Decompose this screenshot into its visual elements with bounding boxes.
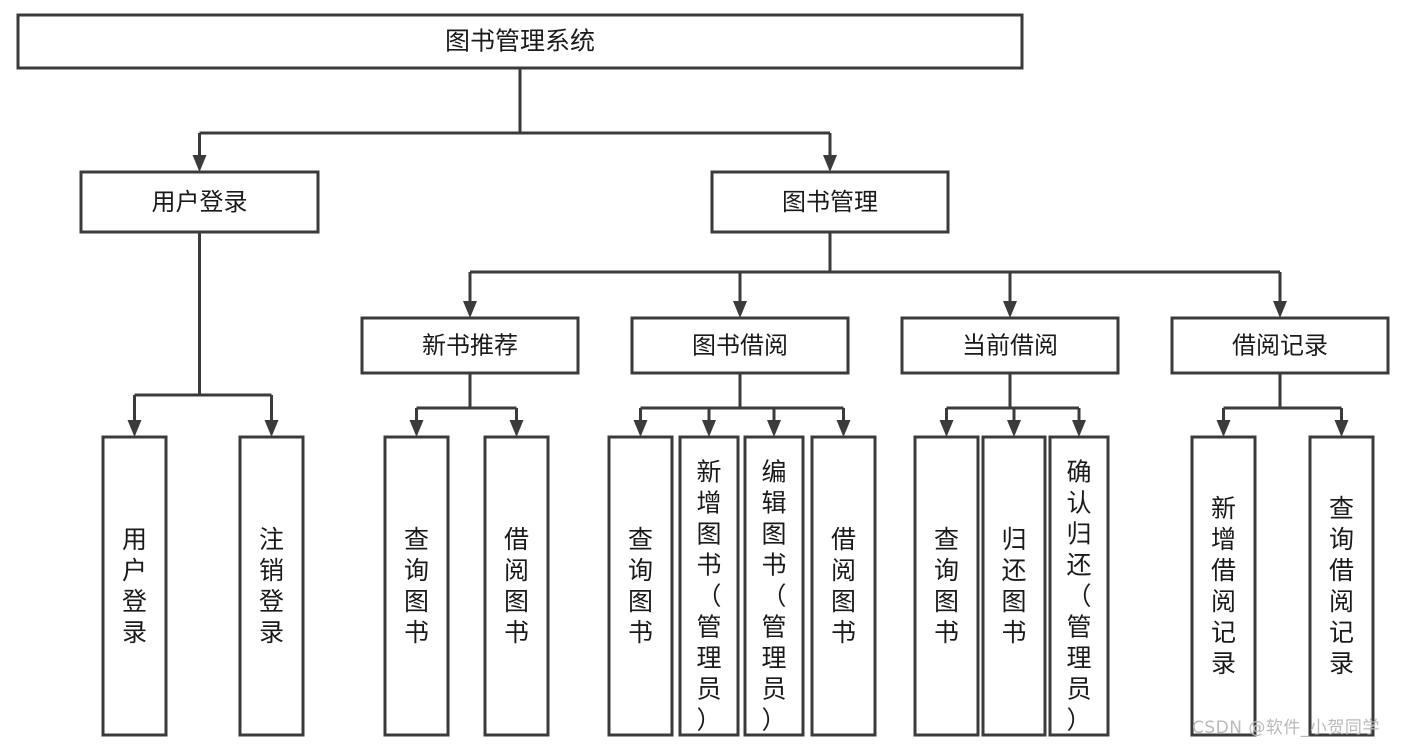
leaf-label: 归还图书 [1001,525,1026,647]
arrow-head-icon [1007,420,1021,437]
node-level3-3[interactable]: 当前借阅 [900,316,1120,375]
arrow-head-icon [633,420,648,437]
node-label: 图书管理 [782,188,878,216]
arrow-head-icon [127,420,142,437]
node-leaf-3[interactable]: 查询图书 [383,435,450,737]
node-level2-1[interactable]: 用户登录 [79,170,320,234]
connector-layer [127,68,1349,437]
node-label: 图书管理系统 [445,27,595,56]
node-level3-1[interactable]: 新书推荐 [360,316,580,375]
node-leaf-2[interactable]: 注销登录 [238,435,305,737]
node-leaf-10[interactable]: 归还图书 [981,435,1047,737]
arrow-head-icon [1216,420,1231,437]
arrow-head-icon [767,420,781,437]
arrow-head-icon [509,420,524,437]
arrow-head-icon [836,420,851,437]
arrow-head-icon [1273,301,1287,318]
node-label: 借阅记录 [1232,332,1328,360]
arrow-head-icon [1003,301,1017,318]
leaf-label: 查询借阅记录 [1329,494,1354,678]
arrow-head-icon [939,420,954,437]
node-leaf-1[interactable]: 用户登录 [101,435,168,737]
leaf-label: 确认归还（管理员） [1066,458,1091,735]
node-leaf-4[interactable]: 借阅图书 [483,435,550,737]
node-leaf-13[interactable]: 查询借阅记录 [1308,435,1375,737]
leaf-label: 查询图书 [628,525,653,647]
node-layer: 图书管理系统用户登录图书管理新书推荐图书借阅当前借阅借阅记录用户登录注销登录查询… [16,13,1390,737]
arrow-head-icon [192,155,207,172]
arrow-head-icon [733,301,747,318]
arrow-head-icon [264,420,279,437]
node-leaf-6[interactable]: 新增图书（管理员） [678,435,740,737]
node-level2-2[interactable]: 图书管理 [710,170,950,234]
node-leaf-7[interactable]: 编辑图书（管理员） [743,435,805,737]
node-leaf-8[interactable]: 借阅图书 [810,435,877,737]
node-label: 用户登录 [152,188,248,216]
leaf-label: 新增借阅记录 [1211,494,1236,678]
node-leaf-12[interactable]: 新增借阅记录 [1190,435,1257,737]
csdn-watermark: CSDN @软件_小贺同学 [1192,718,1380,738]
node-leaf-5[interactable]: 查询图书 [607,435,674,737]
leaf-label: 注销登录 [259,525,284,647]
leaf-label: 编辑图书（管理员） [761,458,786,735]
arrow-head-icon [1072,420,1086,437]
arrow-head-icon [823,155,837,172]
node-root[interactable]: 图书管理系统 [16,13,1024,70]
node-level3-2[interactable]: 图书借阅 [630,316,850,375]
node-leaf-11[interactable]: 确认归还（管理员） [1048,435,1110,737]
leaf-label: 用户登录 [122,525,147,647]
leaf-label: 新增图书（管理员） [696,458,721,735]
arrow-head-icon [702,420,716,437]
node-leaf-9[interactable]: 查询图书 [913,435,980,737]
node-label: 当前借阅 [962,332,1058,360]
node-level3-4[interactable]: 借阅记录 [1170,316,1390,375]
leaf-label: 查询图书 [404,525,429,647]
arrow-head-icon [1334,420,1349,437]
leaf-label: 借阅图书 [504,525,529,647]
leaf-label: 查询图书 [934,525,959,647]
node-label: 新书推荐 [422,332,518,360]
arrow-head-icon [409,420,424,437]
node-label: 图书借阅 [692,332,788,360]
arrow-head-icon [463,301,477,318]
leaf-label: 借阅图书 [831,525,856,647]
